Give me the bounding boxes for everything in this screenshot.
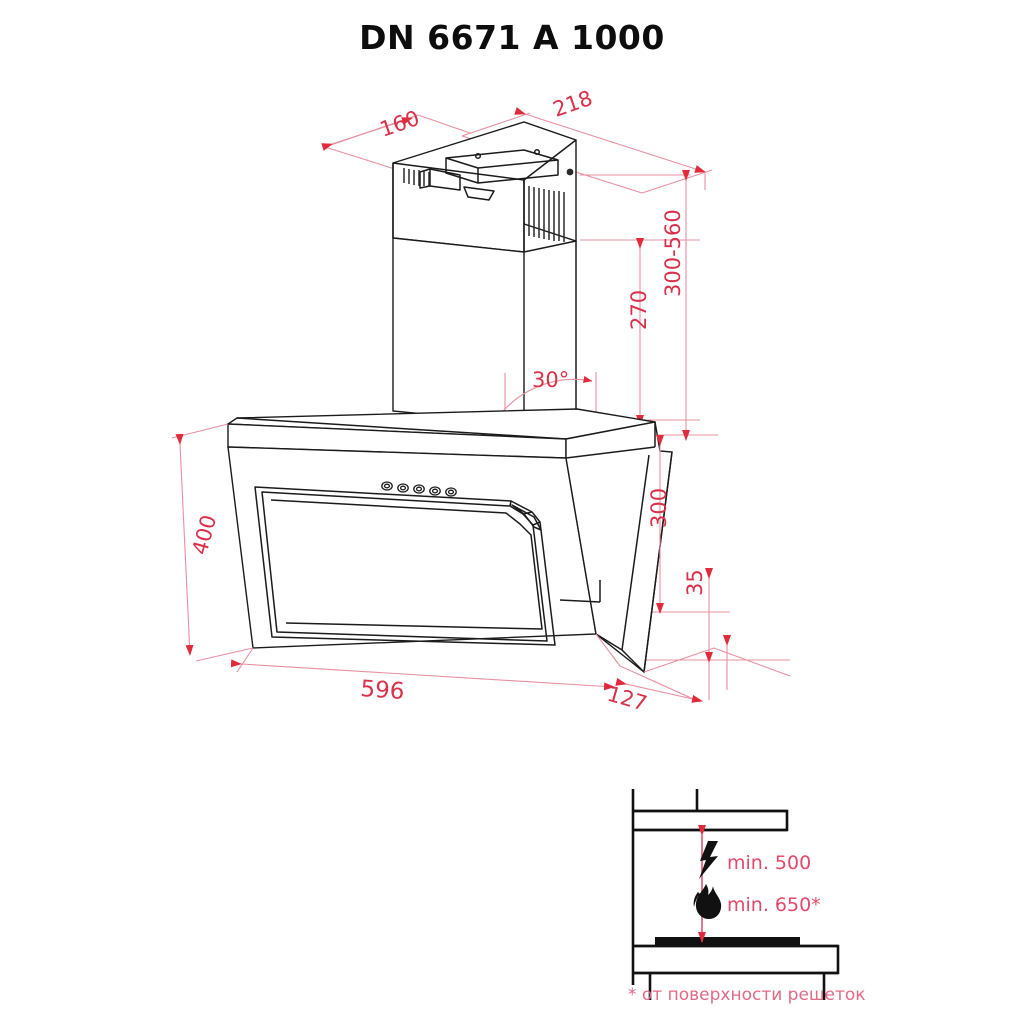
page-title: DN 6671 A 1000 [359,18,665,57]
dimension-35: 35 [683,568,713,663]
clearance-electric-label: min. 500 [727,852,811,874]
dimension-596-label: 596 [360,676,406,705]
dimension-35-label: 35 [683,569,707,596]
dimension-127-label: 127 [605,682,650,716]
vent-slats-right [528,186,565,242]
dimension-160-label: 160 [377,106,423,142]
dimension-30-degree-label: 30° [532,368,569,392]
lightning-bolt-icon [699,841,718,879]
dimension-270-label: 270 [627,290,651,330]
dimension-300: 300 [647,435,671,614]
dimension-300-560: 300-560 [661,170,690,441]
dimension-300-label: 300 [647,488,671,528]
chimney-top-box [392,121,577,253]
chimney-duct [392,237,577,425]
flame-icon [693,884,722,919]
clearance-gas-label: min. 650* [727,894,821,916]
hood-body [225,408,673,674]
vent-slats-left [403,168,430,187]
dimension-400-label: 400 [188,512,222,557]
dimension-300-560-label: 300-560 [661,209,685,297]
installation-footnote: * от поверхности решеток [628,985,866,1005]
dimension-270: 270 [627,238,651,426]
control-buttons[interactable] [381,481,457,497]
dimension-218-label: 218 [550,86,596,122]
dimension-127-verticals [708,635,731,700]
dimension-596: 596 [230,633,621,705]
installation-clearance-diagram: min. 500 min. 650* [631,789,840,1000]
